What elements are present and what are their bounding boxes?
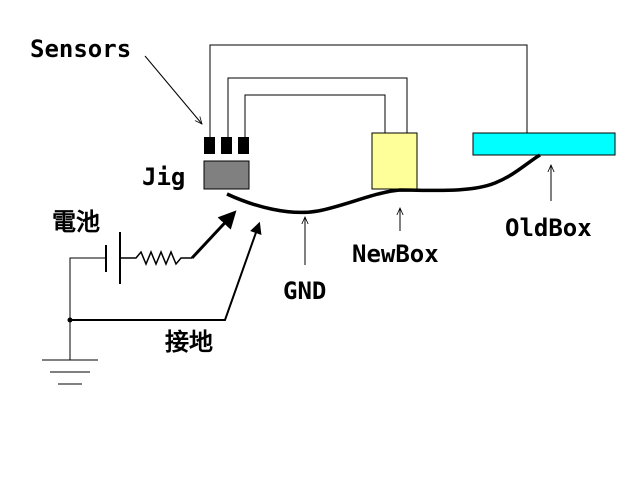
newbox-label: NewBox	[352, 240, 439, 268]
sensor-block-3	[238, 137, 249, 154]
battery-arrow	[190, 210, 237, 260]
battery-wire-left	[69, 257, 106, 320]
earth-wire	[70, 221, 262, 321]
sensor-wire-newbox-inner	[244, 94, 386, 137]
sensor-block-1	[204, 137, 215, 154]
gnd-label: GND	[283, 277, 326, 305]
sensors-pointer-arrow	[144, 55, 202, 124]
resistor	[120, 250, 192, 266]
oldbox-label: OldBox	[505, 214, 592, 242]
sensors-label: Sensors	[30, 35, 131, 63]
jig-label: Jig	[142, 163, 185, 191]
oldbox-box	[472, 132, 616, 156]
sensor-wire-oldbox	[209, 44, 528, 137]
sensor-wire-newbox-outer	[227, 77, 408, 137]
jig-box	[203, 160, 250, 190]
ground-kanji-label: 接地	[165, 328, 213, 356]
sensor-block-2	[221, 137, 232, 154]
battery-label: 電池	[52, 208, 100, 236]
gnd-wire	[226, 153, 541, 215]
newbox-box	[371, 132, 418, 190]
